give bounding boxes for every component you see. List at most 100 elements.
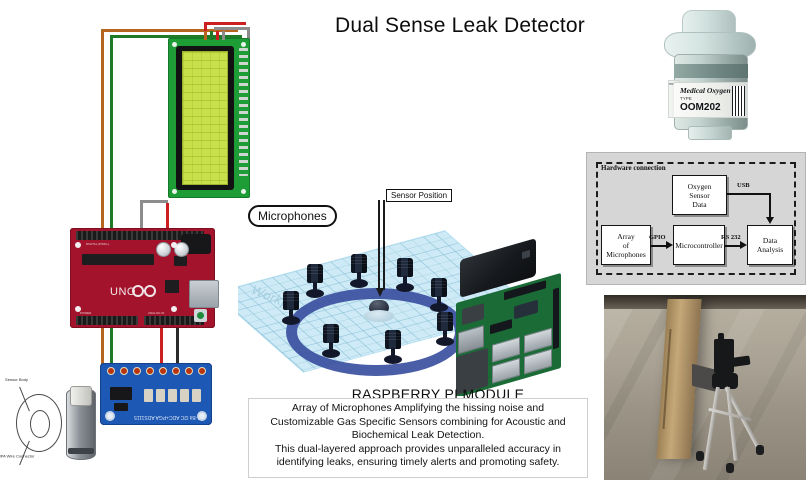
- arrow-oxygen-to-analysis-h: [727, 193, 770, 195]
- page-title: Dual Sense Leak Detector: [335, 14, 585, 37]
- ads-resistor: [168, 389, 177, 402]
- arduino-smd-chip: [165, 280, 179, 293]
- ads-resistor: [180, 389, 189, 402]
- array-block-line-2: of: [622, 240, 630, 250]
- diagram-title: Hardware connection: [601, 164, 666, 172]
- mic-neck: [437, 296, 441, 305]
- caption-line-2: Customizable Gas Specific Sensors combin…: [270, 415, 566, 428]
- lcd-pin: [222, 31, 225, 40]
- sensor-pointer-line: [383, 200, 385, 290]
- array-block-line-1: Array: [617, 231, 635, 241]
- analysis-block-line-2: Analysis: [756, 245, 784, 254]
- arduino-mount-hole: [75, 242, 81, 248]
- oxygen-cell-cap: [70, 386, 92, 406]
- lcd-mount-hole: [172, 42, 177, 47]
- oxygen-sensor-foot: [688, 126, 732, 140]
- arduino-capacitor: [156, 242, 171, 257]
- arduino-mount-hole: [171, 306, 177, 312]
- oxygen-sensor-flange: [664, 32, 756, 58]
- oxygen-cell-ring: [68, 448, 94, 454]
- mic-base: [430, 303, 448, 312]
- diagram-block-oxygen-sensor-data: Oxygen Sensor Data: [672, 175, 727, 215]
- mic-neck: [289, 309, 293, 318]
- mic-neck: [391, 348, 395, 357]
- microphone: [396, 258, 414, 292]
- arduino-mount-hole: [171, 242, 177, 248]
- lcd-mount-hole: [241, 42, 246, 47]
- caption-line-1: Array of Microphones Amplifying the hiss…: [291, 402, 545, 414]
- arduino-analog-header: [76, 316, 138, 325]
- ads-pad: [185, 367, 193, 375]
- lcd-mount-hole: [241, 189, 246, 194]
- mic-head: [351, 254, 367, 273]
- wire-red-lower: [160, 325, 163, 367]
- ads-smd-chip: [114, 403, 128, 411]
- description-caption: Array of Microphones Amplifying the hiss…: [248, 398, 588, 478]
- arduino-power-header: [144, 316, 204, 325]
- ads-pad: [120, 367, 128, 375]
- mic-base: [350, 279, 368, 288]
- analysis-block-line-1: Data: [762, 236, 778, 245]
- oxygen-sensor-type-label: TYPE: [680, 96, 692, 101]
- photo-tripod-clamp: [718, 333, 724, 349]
- microphone: [306, 264, 324, 298]
- microphone: [350, 254, 368, 288]
- diagram-dashed-border: [596, 162, 796, 275]
- rpi-edge-connector: [553, 287, 559, 350]
- arduino-uno-board: UNO POWER ANALOG IN DIGITAL (PWM~): [70, 228, 219, 328]
- lcd-pin: [216, 31, 219, 40]
- mic-base: [322, 349, 340, 358]
- lcd-mount-hole: [172, 189, 177, 194]
- oxygen-sensor-cap: [682, 10, 736, 36]
- diagram-block-data-analysis: Data Analysis: [747, 225, 793, 265]
- ads-mount-hole: [105, 411, 115, 421]
- sensor-pointer-line: [378, 200, 380, 290]
- edge-label-usb: USB: [737, 182, 750, 189]
- mic-head: [431, 278, 447, 297]
- arduino-mount-hole: [75, 306, 81, 312]
- mic-head: [385, 330, 401, 349]
- wire-gray-arduino: [140, 200, 143, 230]
- lcd-bezel: [176, 46, 234, 190]
- arrowhead-usb: [766, 217, 774, 224]
- microcontroller-block-label: Microcontroller: [675, 240, 723, 250]
- edge-label-rs232: RS 232: [721, 234, 741, 241]
- oxygen-block-line-2: Sensor: [689, 190, 710, 200]
- arduino-mcu-chip: [82, 254, 154, 265]
- wire-orange-left: [101, 29, 104, 379]
- oxygen-sensor-model: OOM202: [680, 102, 721, 113]
- rpi-usb-port: [492, 357, 520, 384]
- mic-neck: [443, 330, 447, 339]
- caption-line-3: Biochemical Leak Detection.: [351, 429, 485, 442]
- photo-tripod-foot: [726, 463, 734, 473]
- oxygen-sensor-photo: mm Medical Oxygen S TYPE OOM202: [648, 6, 778, 146]
- microphone-array-3d-render: Workplane: [238, 196, 563, 396]
- mic-neck: [403, 276, 407, 285]
- edge-label-gpio: GPIO: [649, 234, 666, 241]
- oxygen-cell-inner: [30, 410, 50, 438]
- mic-base: [396, 283, 414, 292]
- sensor-base-plate: [364, 310, 394, 322]
- microphone: [384, 330, 402, 364]
- arduino-reset-button[interactable]: [194, 309, 207, 322]
- microphone: [436, 312, 454, 346]
- ads-board-label: 16-Bit I2C ADC+PGA ADS1115: [134, 414, 203, 420]
- arrow-oxygen-to-analysis-v: [769, 193, 771, 219]
- ads-pad: [159, 367, 167, 375]
- field-setup-photo: [604, 295, 806, 480]
- mic-neck: [357, 272, 361, 281]
- mic-head: [323, 324, 339, 343]
- arduino-silk-digital: DIGITAL (PWM~): [86, 242, 110, 246]
- oxygen-cell-diagram: 3PA Wire Connector Sensor Body: [0, 376, 118, 468]
- photo-tripod-foot: [756, 445, 764, 455]
- wire-red-top: [204, 22, 246, 25]
- arduino-silk-analog: ANALOG IN: [148, 311, 165, 315]
- sensor-position-callout: Sensor Position: [386, 189, 453, 202]
- diagram-block-array-of-microphones: Array of Microphones: [601, 225, 651, 265]
- arrowhead-rs232: [740, 241, 747, 249]
- microphones-callout: Microphones: [248, 205, 337, 227]
- mic-base: [282, 316, 300, 325]
- barcode-icon: [732, 86, 745, 116]
- mic-head: [283, 291, 299, 310]
